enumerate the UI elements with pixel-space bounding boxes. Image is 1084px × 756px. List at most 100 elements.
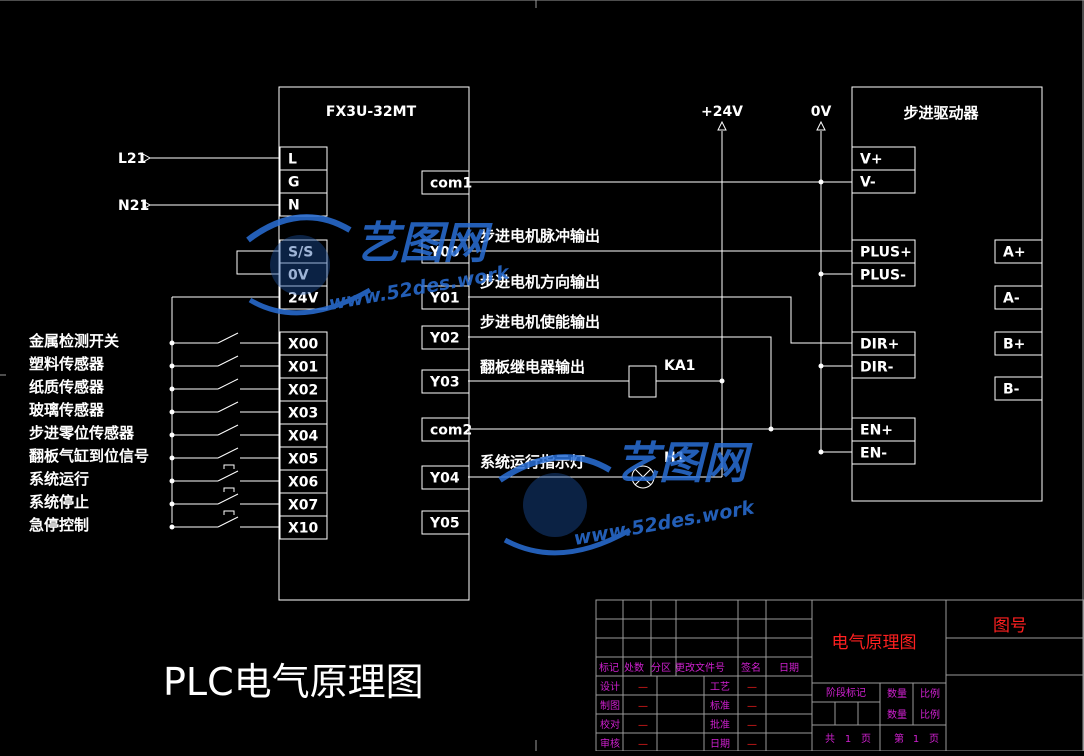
tb-header-cell: 处数 (624, 661, 644, 674)
tb-mid-row: 日期 (710, 738, 730, 750)
label-y00: 步进电机脉冲输出 (480, 227, 600, 245)
driver-term-6-label: EN+ (860, 423, 893, 439)
plc-output-y03-label: Y03 (429, 375, 460, 391)
node-plus-minus (818, 271, 824, 277)
plc-input-x01-label: X01 (288, 360, 318, 376)
driver-term-out-0-label: A+ (1003, 245, 1026, 261)
input-device-label: 系统运行 (29, 470, 89, 488)
plc-output-y05-label: Y05 (429, 516, 460, 532)
driver-term-out-3-label: B- (1003, 382, 1020, 398)
plc-input-x06-label: X06 (288, 475, 318, 491)
plc-input-x02-label: X02 (288, 383, 318, 399)
plc-output-y05-box (421, 510, 470, 535)
tb-drawing-no: 图号 (993, 616, 1027, 636)
switch-contact (217, 378, 239, 390)
plc-term-ss-label: S/S (288, 245, 313, 261)
output-wiring: +24V 0V KA1 (468, 104, 852, 489)
switch-contact (217, 401, 239, 413)
wire-y01 (468, 296, 852, 344)
rail-24v-arrow (717, 120, 727, 131)
driver-term-3-box (851, 262, 916, 287)
input-bus (171, 296, 280, 523)
switch-contact (217, 355, 239, 367)
driver-term-7-box (851, 440, 916, 465)
big-title: PLC电气原理图 (163, 660, 424, 704)
tb-dash: — (747, 739, 757, 750)
tb-dash: — (638, 682, 648, 693)
tb-header-cell: 日期 (779, 662, 799, 674)
lamp-cross-b (634, 468, 652, 486)
driver-term-5-box (851, 354, 916, 379)
node-ka1 (719, 378, 725, 384)
input-device-label: 系统停止 (29, 493, 89, 511)
pushbutton-actuator (223, 487, 235, 492)
label-y02: 步进电机使能输出 (480, 313, 600, 331)
tb-header-cell: 标记 (599, 662, 619, 674)
tb-drawing-name: 电气原理图 (832, 633, 917, 653)
switch-contact (217, 424, 239, 436)
plc-input-x03-label: X03 (288, 406, 318, 422)
input-device-label: 翻板气缸到位信号 (29, 447, 149, 465)
driver-term-out-3-box (994, 376, 1043, 401)
plc-input-x07-label: X07 (288, 498, 318, 514)
input-device-label: 玻璃传感器 (29, 401, 105, 419)
tb-header-cell: 签名 (741, 661, 761, 674)
plc-term-24v-label: 24V (288, 291, 318, 307)
pushbutton-contact (217, 493, 239, 505)
node-en-minus (818, 449, 824, 455)
plc-term-l-label: L (288, 152, 297, 168)
lamp-label: H1 (664, 450, 685, 466)
tb-left-row: 审核 (600, 737, 620, 750)
input-device-label: 塑料传感器 (29, 355, 105, 373)
node-com1 (818, 179, 824, 185)
plc-output-y00-label: Y00 (429, 245, 460, 261)
plc-output-y02-label: Y02 (429, 331, 460, 347)
plc-output-y04-label: Y04 (429, 471, 460, 487)
relay-label: KA1 (664, 358, 695, 374)
driver-term-out-1-box (994, 285, 1043, 310)
label-y01: 步进电机方向输出 (480, 273, 600, 291)
node-com2 (768, 426, 774, 432)
tb-page-num: 1 (913, 734, 919, 745)
watermark-logo-1 (246, 214, 372, 316)
plc-input-x00-label: X00 (288, 337, 319, 353)
watermark-url-2: www.52des.work (572, 496, 757, 550)
node-dir-minus (818, 363, 824, 369)
driver-right-terminals: A+A-B+B- (994, 239, 1043, 401)
driver-title: 步进驱动器 (903, 104, 979, 122)
plc-input-x05-label: X05 (288, 452, 318, 468)
driver-term-5-label: DIR- (860, 360, 894, 376)
plc-output-com1-label: com1 (430, 176, 472, 192)
tb-mid-row: 批准 (710, 718, 730, 731)
driver-term-2-label: PLUS+ (860, 245, 912, 261)
l21-arrow (142, 153, 152, 163)
tb-qty-2: 数量 (887, 708, 907, 721)
driver-term-out-2-label: B+ (1003, 337, 1025, 353)
plc-output-y01-label: Y01 (429, 291, 460, 307)
input-devices: 金属检测开关塑料传感器纸质传感器玻璃传感器步进零位传感器翻板气缸到位信号系统运行… (28, 332, 280, 534)
plc-output-com2-label: com2 (430, 423, 472, 439)
ss-0v-jumper (236, 250, 280, 275)
power-feeds: L21 N21 (118, 151, 280, 275)
tb-dash: — (638, 720, 648, 731)
rail-0v-arrow (816, 120, 826, 131)
pushbutton-contact (217, 470, 239, 482)
tb-mid-row: 标准 (710, 700, 730, 712)
driver-term-7-label: EN- (860, 446, 887, 462)
driver-term-0-label: V+ (860, 152, 883, 168)
n21-label: N21 (118, 198, 149, 214)
watermark-brand-1: 艺图网 (355, 218, 493, 269)
tb-page-page: 页 (929, 733, 939, 745)
tb-header-cell: 分区 (651, 662, 671, 674)
tb-left-row: 制图 (600, 699, 620, 712)
tb-total: 共 (825, 733, 835, 745)
pushbutton-actuator (223, 464, 235, 469)
tb-page-no: 第 (894, 732, 904, 745)
title-block: 电气原理图 图号 阶段标记 数量 比例 数量 比例 共 1 页 第 1 页 (595, 599, 1084, 752)
pushbutton-contact (217, 516, 239, 528)
tb-scale: 比例 (920, 687, 940, 700)
plc-left-terminals: LGNS/S0V24VX00X01X02X03X04X05X06X07X10 (279, 146, 328, 540)
watermark-brand-2: 艺图网 (615, 438, 753, 489)
tb-dash: — (747, 682, 757, 693)
